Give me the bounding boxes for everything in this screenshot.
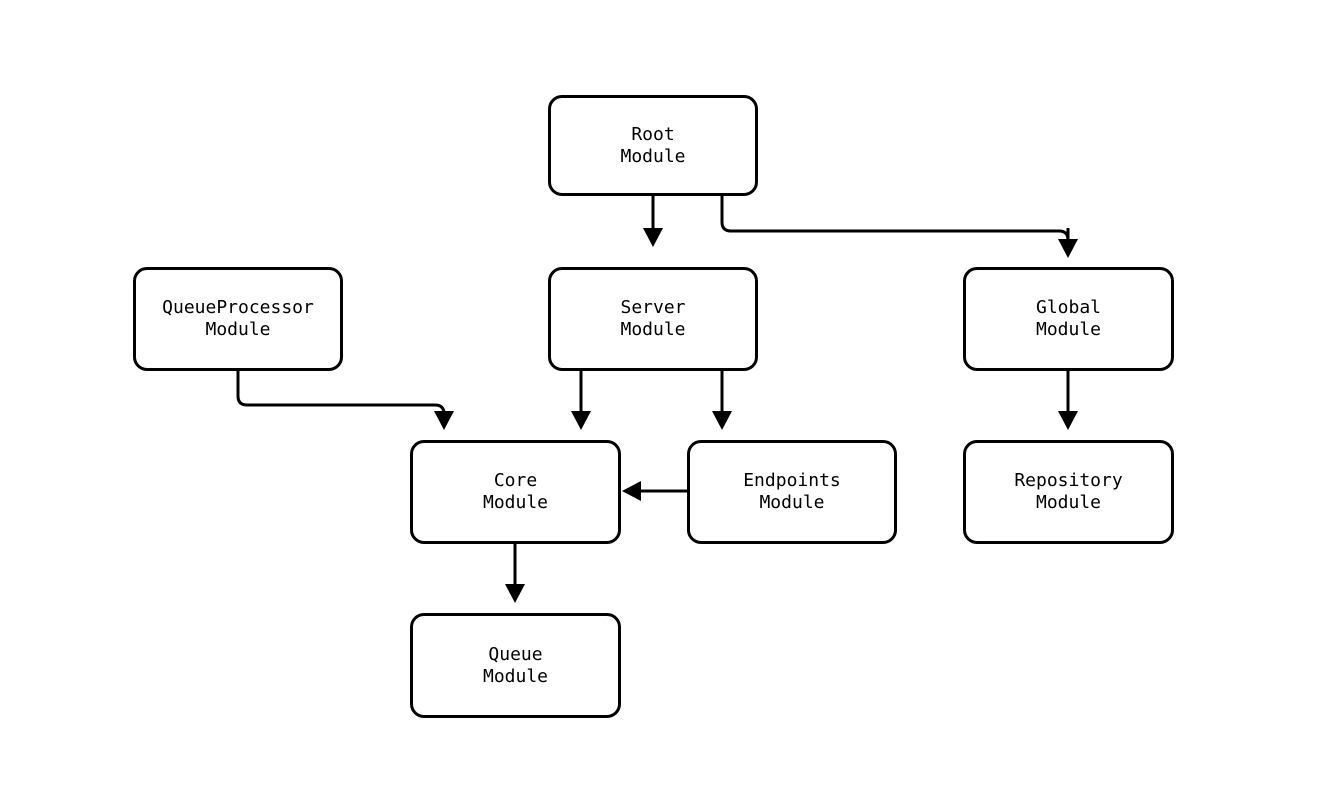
node-queueprocessor-module-label: QueueProcessor Module [162, 297, 314, 340]
edge-server-to-endpoints [712, 371, 732, 430]
node-root-module-label: Root Module [620, 123, 686, 167]
node-server-module-label: Server Module [620, 297, 686, 340]
edge-core-to-queue [505, 544, 525, 603]
node-root-module[interactable]: Root Module [548, 95, 758, 196]
edge-root-to-server [643, 196, 663, 247]
node-endpoints-module-label: Endpoints Module [743, 470, 841, 513]
node-global-module-label: Global Module [1035, 297, 1102, 340]
node-repository-module[interactable]: Repository Module [963, 440, 1174, 544]
edge-global-to-repository [1058, 371, 1078, 430]
node-core-module-label: Core Module [482, 470, 549, 513]
edge-root-to-global [720, 196, 1078, 258]
node-endpoints-module[interactable]: Endpoints Module [687, 440, 897, 544]
node-core-module[interactable]: Core Module [410, 440, 621, 544]
node-repository-module-label: Repository Module [1014, 470, 1123, 513]
edge-endpoints-to-core [622, 481, 687, 501]
node-queue-module[interactable]: Queue Module [410, 613, 621, 718]
node-global-module[interactable]: Global Module [963, 267, 1174, 371]
node-queueprocessor-module[interactable]: QueueProcessor Module [133, 267, 343, 371]
node-server-module[interactable]: Server Module [548, 267, 758, 371]
node-queue-module-label: Queue Module [482, 643, 549, 687]
edge-server-to-core [571, 371, 591, 430]
edge-queueprocessor-to-core [236, 371, 454, 430]
